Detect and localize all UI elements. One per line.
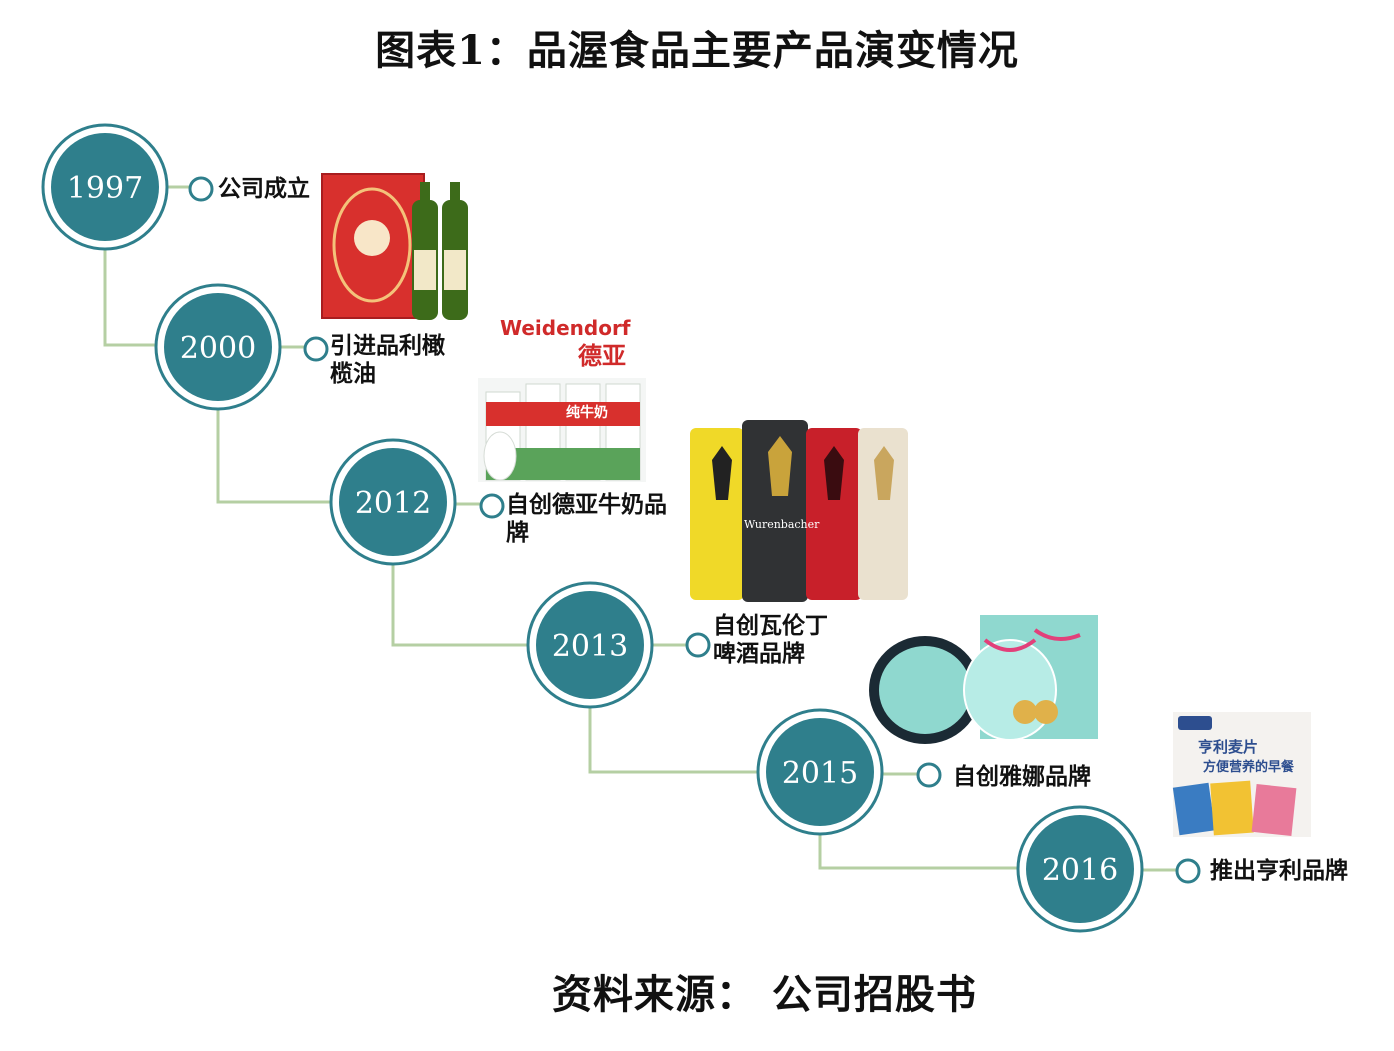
year-node-2000: 2000 <box>154 283 282 411</box>
product-cereal-image <box>1172 712 1311 837</box>
marker-2016 <box>1175 858 1201 884</box>
milestone-label-2000: 引进品利橄 榄油 <box>330 332 445 387</box>
year-label-2000: 2000 <box>180 331 256 366</box>
milestone-label-2013: 自创瓦伦丁 啤酒品牌 <box>713 612 828 667</box>
connector-2015-2016 <box>818 834 1020 870</box>
year-node-1997: 1997 <box>41 123 169 251</box>
product-milk-image <box>478 378 646 482</box>
milestone-label-1997: 公司成立 <box>218 175 310 202</box>
year-label-2015: 2015 <box>782 756 858 791</box>
beer-can-text: Wurenbacher <box>744 518 820 531</box>
year-label-2012: 2012 <box>355 486 431 521</box>
figure-title: 图表1：品渥食品主要产品演变情况 <box>375 27 1019 74</box>
weidendorf-cn-text: 德亚 <box>578 341 626 370</box>
year-label-2016: 2016 <box>1042 853 1118 888</box>
marker-2000 <box>303 336 329 362</box>
year-node-2016: 2016 <box>1016 805 1144 933</box>
label-markers <box>188 176 1201 884</box>
milestone-label-2016: 推出亨利品牌 <box>1210 857 1348 884</box>
product-beer-image <box>690 420 908 602</box>
connector-1997-2000 <box>103 248 157 347</box>
connector-2013-2015 <box>588 708 758 774</box>
marker-2012 <box>479 493 505 519</box>
milestone-label-2012: 自创德亚牛奶品 牌 <box>506 491 667 546</box>
marker-2013 <box>685 632 711 658</box>
connector-2000-2012 <box>216 408 332 504</box>
connector-2012-2013 <box>391 565 530 647</box>
year-node-2013: 2013 <box>526 581 654 709</box>
year-label-1997: 1997 <box>67 171 143 206</box>
year-label-2013: 2013 <box>552 629 628 664</box>
milk-carton-text: 纯牛奶 <box>566 405 608 421</box>
cereal-title-text: 亨利麦片 <box>1198 738 1259 756</box>
timeline-connectors <box>103 185 1177 872</box>
marker-1997 <box>188 176 214 202</box>
product-biscuit-image <box>869 615 1098 744</box>
year-node-2015: 2015 <box>756 708 884 836</box>
product-olive-oil-image <box>321 173 468 320</box>
milestone-label-2015: 自创雅娜品牌 <box>953 763 1091 790</box>
year-node-2012: 2012 <box>329 438 457 566</box>
cereal-subtitle-text: 方便营养的早餐 <box>1203 760 1295 775</box>
source-note: 资料来源： 公司招股书 <box>552 971 977 1018</box>
weidendorf-logo-text: Weidendorf <box>500 316 631 340</box>
marker-2015 <box>916 762 942 788</box>
